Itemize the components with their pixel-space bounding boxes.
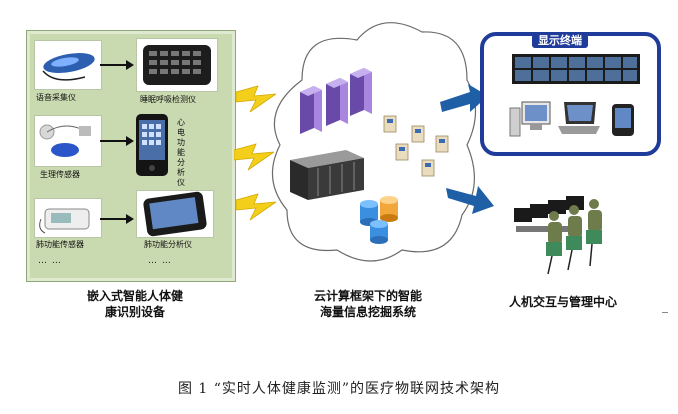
server-rack-icon — [290, 150, 364, 200]
device-label-lung-analyzer: 肺功能分析仪 — [144, 240, 192, 249]
spirometer-icon — [39, 208, 90, 234]
cloud-shape — [271, 22, 476, 262]
lung-analyzer-tile — [136, 190, 214, 238]
device-label-sleep: 睡眠呼吸检测仪 — [140, 95, 196, 104]
cloud-caption-line2: 海量信息挖掘系统 — [319, 305, 416, 319]
device-caption: 嵌入式智能人体健 康识别设备 — [60, 288, 210, 320]
desktop-icon — [509, 101, 551, 137]
microphone-device-icon — [42, 53, 95, 81]
arrow-to-center-icon — [446, 186, 494, 214]
figure-caption: 图 1 “实时人体健康监测”的医疗物联网技术架构 — [177, 381, 501, 397]
device-label-ecg: 心电功能分析仪 — [177, 118, 185, 187]
voice-collector-tile — [34, 40, 102, 90]
lung-sensor-tile — [34, 198, 102, 238]
tablet-icon — [143, 191, 207, 237]
device-label-voice: 语音采集仪 — [36, 93, 76, 102]
ecg-analyzer-tile — [134, 112, 170, 178]
cloud-caption-line1: 云计算框架下的智能 — [313, 289, 422, 303]
device-label-lung-sensor: 肺功能传感器 — [36, 240, 84, 249]
operator-icon — [514, 196, 602, 275]
device-caption-line1: 嵌入式智能人体健 — [86, 289, 183, 303]
center-caption: 人机交互与管理中心 — [508, 295, 617, 309]
laptop-icon — [558, 102, 600, 134]
sleep-monitor-tile — [136, 38, 218, 92]
display-terminal-title: 显示终端 — [532, 34, 588, 48]
lightning-icon — [236, 85, 276, 113]
handheld-icon — [612, 104, 634, 136]
more-devices-left: … … — [38, 256, 62, 266]
desktop-cluster-icon — [383, 115, 449, 177]
smartphone-icon — [136, 114, 168, 176]
device-label-physio: 生理传感器 — [40, 170, 80, 179]
sensor-icon — [39, 124, 91, 157]
cloud-caption: 云计算框架下的智能 海量信息挖掘系统 — [280, 288, 456, 320]
physio-sensor-tile — [34, 115, 102, 167]
arrow-to-terminal-icon — [440, 84, 488, 112]
arrow-right-icon — [100, 60, 134, 70]
arrow-right-icon — [100, 214, 134, 224]
more-devices-right: … … — [148, 256, 172, 266]
phone-keyboard-icon — [143, 45, 211, 85]
edge-mark — [662, 312, 668, 313]
lightning-icon — [234, 143, 274, 171]
lightning-icon — [236, 193, 276, 221]
arrow-right-icon — [100, 136, 134, 146]
server-icon — [300, 68, 372, 134]
database-icon — [360, 196, 398, 244]
monitor-wall-icon — [512, 54, 640, 84]
device-caption-line2: 康识别设备 — [104, 305, 165, 319]
